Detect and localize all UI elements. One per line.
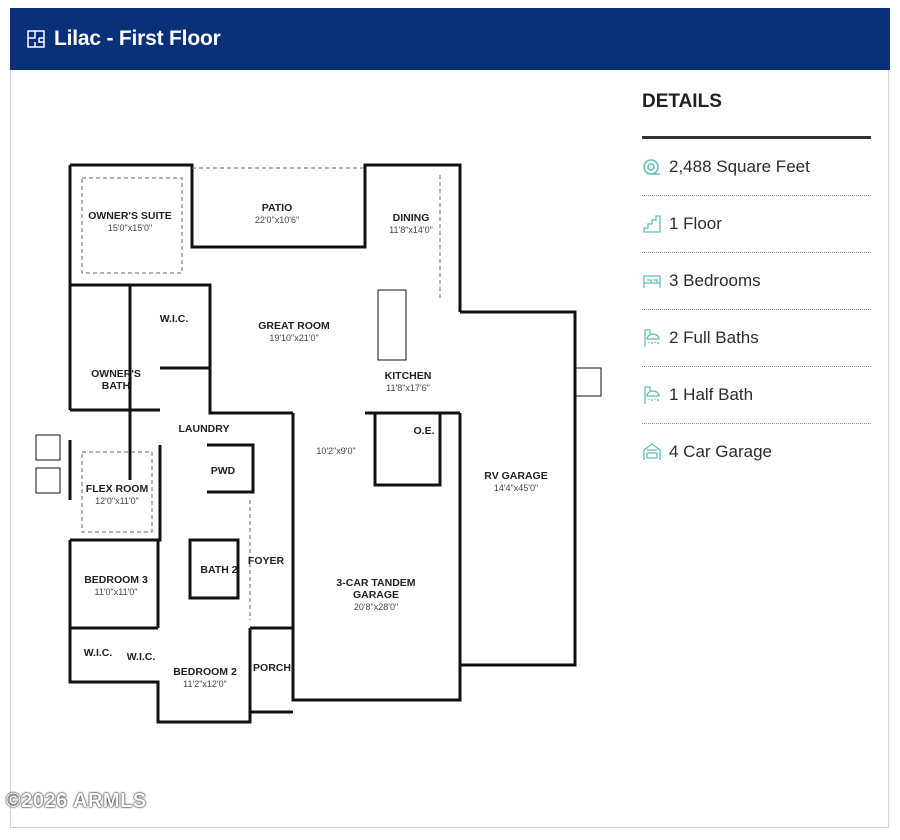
details-panel: DETAILS 2,488 Square Feet 1 Floor 3 Bedr… <box>642 88 871 480</box>
room-laundry: LAUNDRY <box>178 423 230 435</box>
room-garage-bay: 10'2"x9'0" <box>316 446 356 456</box>
wall-pwd <box>207 443 255 494</box>
detail-half-baths: 1 Half Bath <box>642 367 871 424</box>
wall-flex <box>70 445 162 542</box>
wall-wic <box>160 283 212 370</box>
wall-garage <box>291 413 462 702</box>
car-garage-icon <box>643 443 661 460</box>
room-wic-bed2: W.I.C. <box>126 651 156 663</box>
page-title: Lilac - First Floor <box>54 27 221 50</box>
detail-garage: 4 Car Garage <box>642 424 871 480</box>
wall-owners-suite <box>70 163 462 312</box>
wall-bath2 <box>188 538 240 600</box>
floorplan-icon <box>27 30 45 48</box>
wall-porch <box>250 626 293 714</box>
wall-bed3 <box>70 540 160 630</box>
detail-full-baths: 2 Full Baths <box>642 310 871 367</box>
room-wic-owner: W.I.C. <box>159 313 189 325</box>
room-owners-entry: O.E. <box>413 425 435 437</box>
detail-floors: 1 Floor <box>642 196 871 253</box>
wall-rv-garage <box>460 310 577 667</box>
room-porch: PORCH <box>253 662 291 674</box>
wall-pantry <box>373 413 442 487</box>
shower-icon <box>644 386 660 404</box>
detail-square-feet: 2,488 Square Feet <box>642 139 871 196</box>
room-powder: PWD <box>210 465 236 477</box>
room-wic-bed3: W.I.C. <box>83 647 113 659</box>
room-bath-2: BATH 2 <box>200 564 238 576</box>
watermark: ©2026 ARMLS <box>6 790 147 812</box>
room-owners-bath: OWNER'S BATH <box>91 368 141 392</box>
square-feet-icon <box>643 159 660 175</box>
bed-icon <box>643 275 661 288</box>
stairs-icon <box>643 215 661 233</box>
detail-bedrooms: 3 Bedrooms <box>642 253 871 310</box>
details-divider <box>642 136 871 139</box>
details-title: DETAILS <box>642 91 722 112</box>
shower-icon <box>644 329 660 347</box>
room-foyer: FOYER <box>247 555 285 567</box>
wall-left <box>68 165 252 724</box>
header-bar: Lilac - First Floor <box>10 8 890 70</box>
